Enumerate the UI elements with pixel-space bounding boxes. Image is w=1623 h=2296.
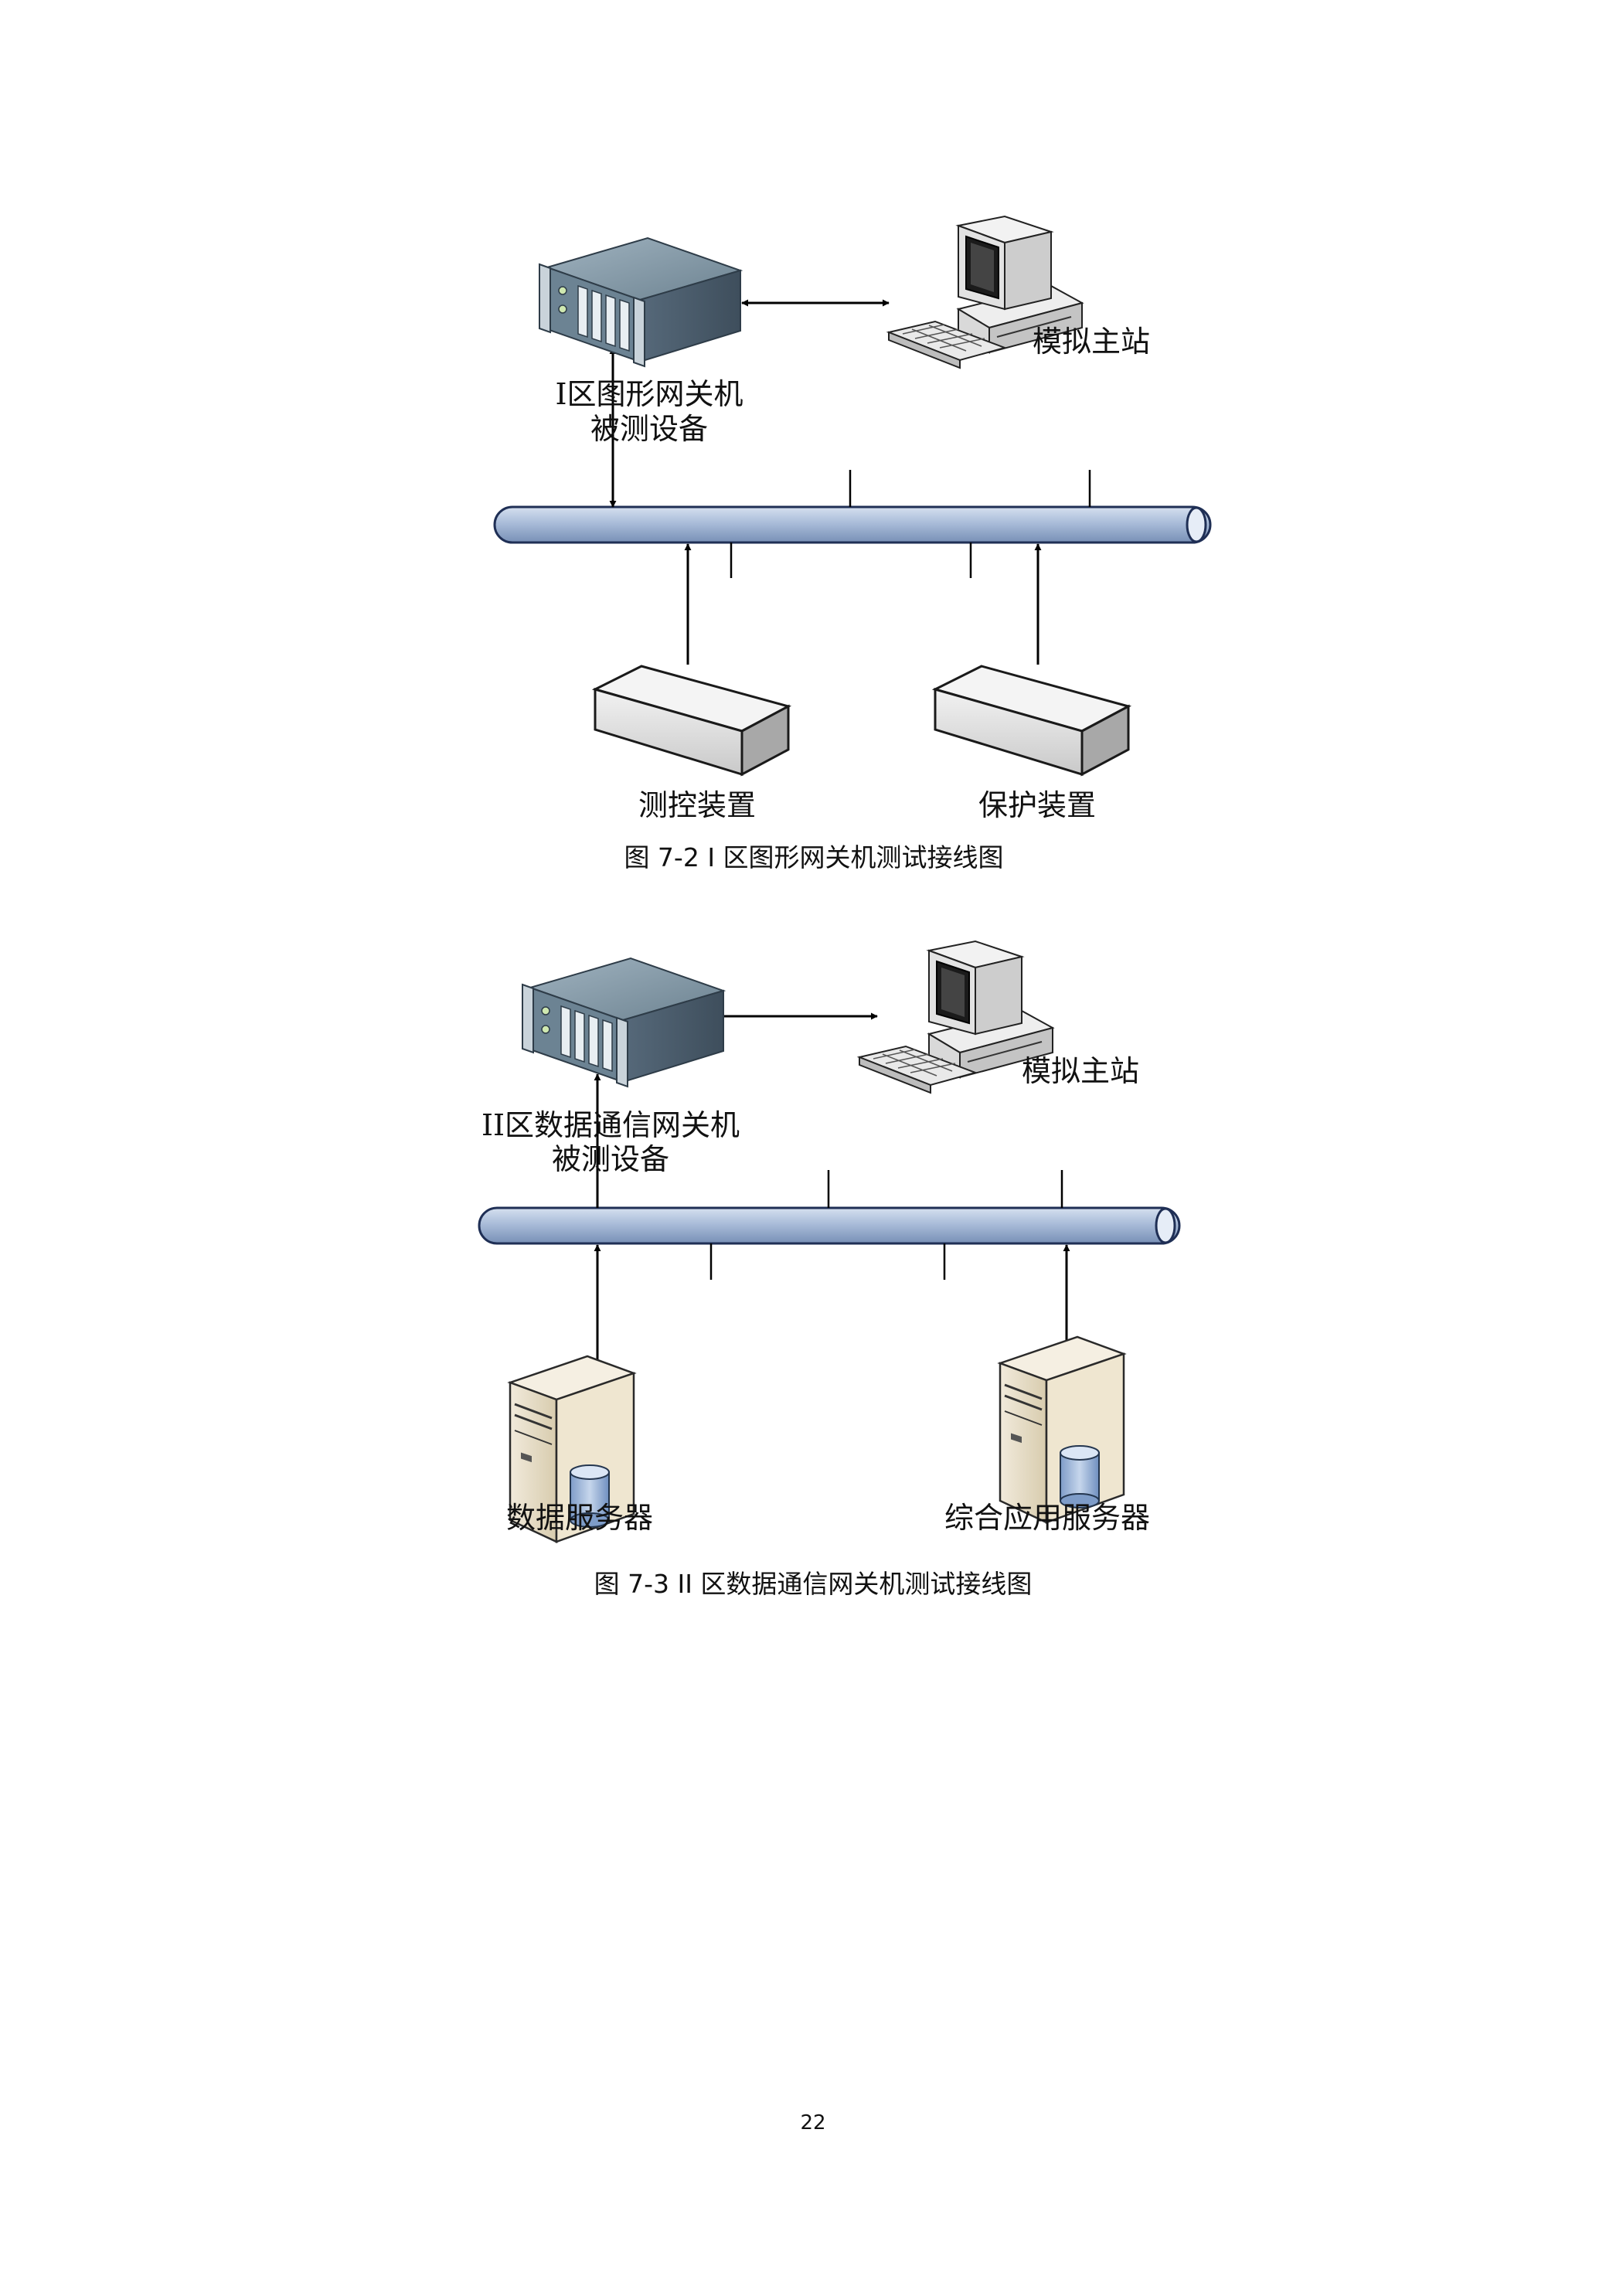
bus-tick-marks: [709, 1170, 1063, 1280]
device-box-icon: [934, 665, 1130, 776]
network-bus: [493, 505, 1212, 544]
gateway-label-line2: 被测设备: [590, 412, 709, 446]
server-right-label: 综合应用服务器: [944, 1501, 1151, 1535]
figure-caption: 图 7-2 I 区图形网关机测试接线图: [624, 842, 1004, 872]
figure-caption: 图 7-3 II 区数据通信网关机测试接线图: [594, 1569, 1033, 1599]
server-left-label: 数据服务器: [505, 1501, 654, 1535]
master-label: 模拟主站: [1033, 325, 1151, 359]
network-bus: [478, 1206, 1181, 1245]
device-box-icon: [594, 665, 790, 776]
database-server-icon: [999, 1335, 1125, 1524]
gateway-label-line1: II区数据通信网关机: [481, 1108, 740, 1142]
figure-1: [493, 216, 1212, 776]
gateway-label-line2: 被测设备: [551, 1142, 670, 1176]
bus-tick-marks: [730, 470, 1091, 578]
page-number: 22: [800, 2111, 826, 2134]
master-label: 模拟主站: [1022, 1054, 1140, 1088]
device-left-label: 测控装置: [638, 788, 757, 822]
figure-2: [478, 941, 1181, 1543]
gateway-label-line1: I区图形网关机: [555, 377, 743, 411]
rack-server-icon: [539, 237, 741, 367]
connection-arrows: [609, 299, 1042, 665]
rack-server-icon: [522, 958, 724, 1087]
connection-arrows: [594, 1012, 1070, 1360]
device-right-label: 保护装置: [978, 788, 1097, 822]
